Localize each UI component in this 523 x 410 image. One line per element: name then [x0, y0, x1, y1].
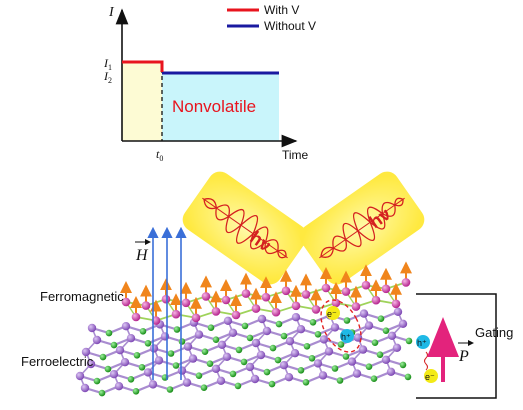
light-beam-right: hν — [299, 171, 425, 285]
magnetic-field-arrows — [147, 226, 187, 380]
y-axis-label: I — [108, 5, 115, 20]
ferromagnetic-label: Ferromagnetic — [40, 289, 124, 304]
x-tick-t0: t0 — [156, 147, 163, 163]
ferromagnetic-layer — [120, 261, 412, 325]
nonvolatile-region-fill — [162, 73, 279, 141]
svg-text:h⁺: h⁺ — [417, 338, 427, 348]
svg-text:e⁻: e⁻ — [327, 309, 337, 319]
svg-text:h⁺: h⁺ — [341, 332, 351, 342]
gating-circuit: Gating h⁺ e⁻ P — [416, 293, 513, 399]
gating-label: Gating — [475, 325, 513, 340]
light-beam-left: hν — [182, 171, 308, 285]
current-time-plot: I I1 I2 t0 Time Nonvolatile With V Witho… — [103, 3, 316, 163]
svg-text:H: H — [135, 247, 149, 264]
gate-electron — [424, 369, 438, 383]
series-line-with-v — [122, 60, 164, 72]
y-tick-i1: I1 — [103, 56, 112, 72]
legend-label-without-v: Without V — [264, 19, 316, 33]
field-p-label: P — [458, 348, 469, 365]
nonvolatile-annotation: Nonvolatile — [172, 97, 256, 116]
y-tick-i2: I2 — [103, 69, 112, 85]
legend-label-with-v: With V — [264, 3, 299, 17]
x-axis-label: Time — [282, 148, 309, 162]
svg-text:e⁻: e⁻ — [425, 372, 435, 382]
ferroelectric-label: Ferroelectric — [21, 354, 94, 369]
electron-hole-pair: e⁻ h⁺ — [320, 299, 362, 353]
ferroelectric-layer — [75, 307, 413, 397]
before-region-fill — [122, 62, 162, 141]
gate-hole — [416, 335, 430, 349]
legend: With V Without V — [227, 3, 316, 33]
field-h-label: H — [135, 239, 151, 264]
